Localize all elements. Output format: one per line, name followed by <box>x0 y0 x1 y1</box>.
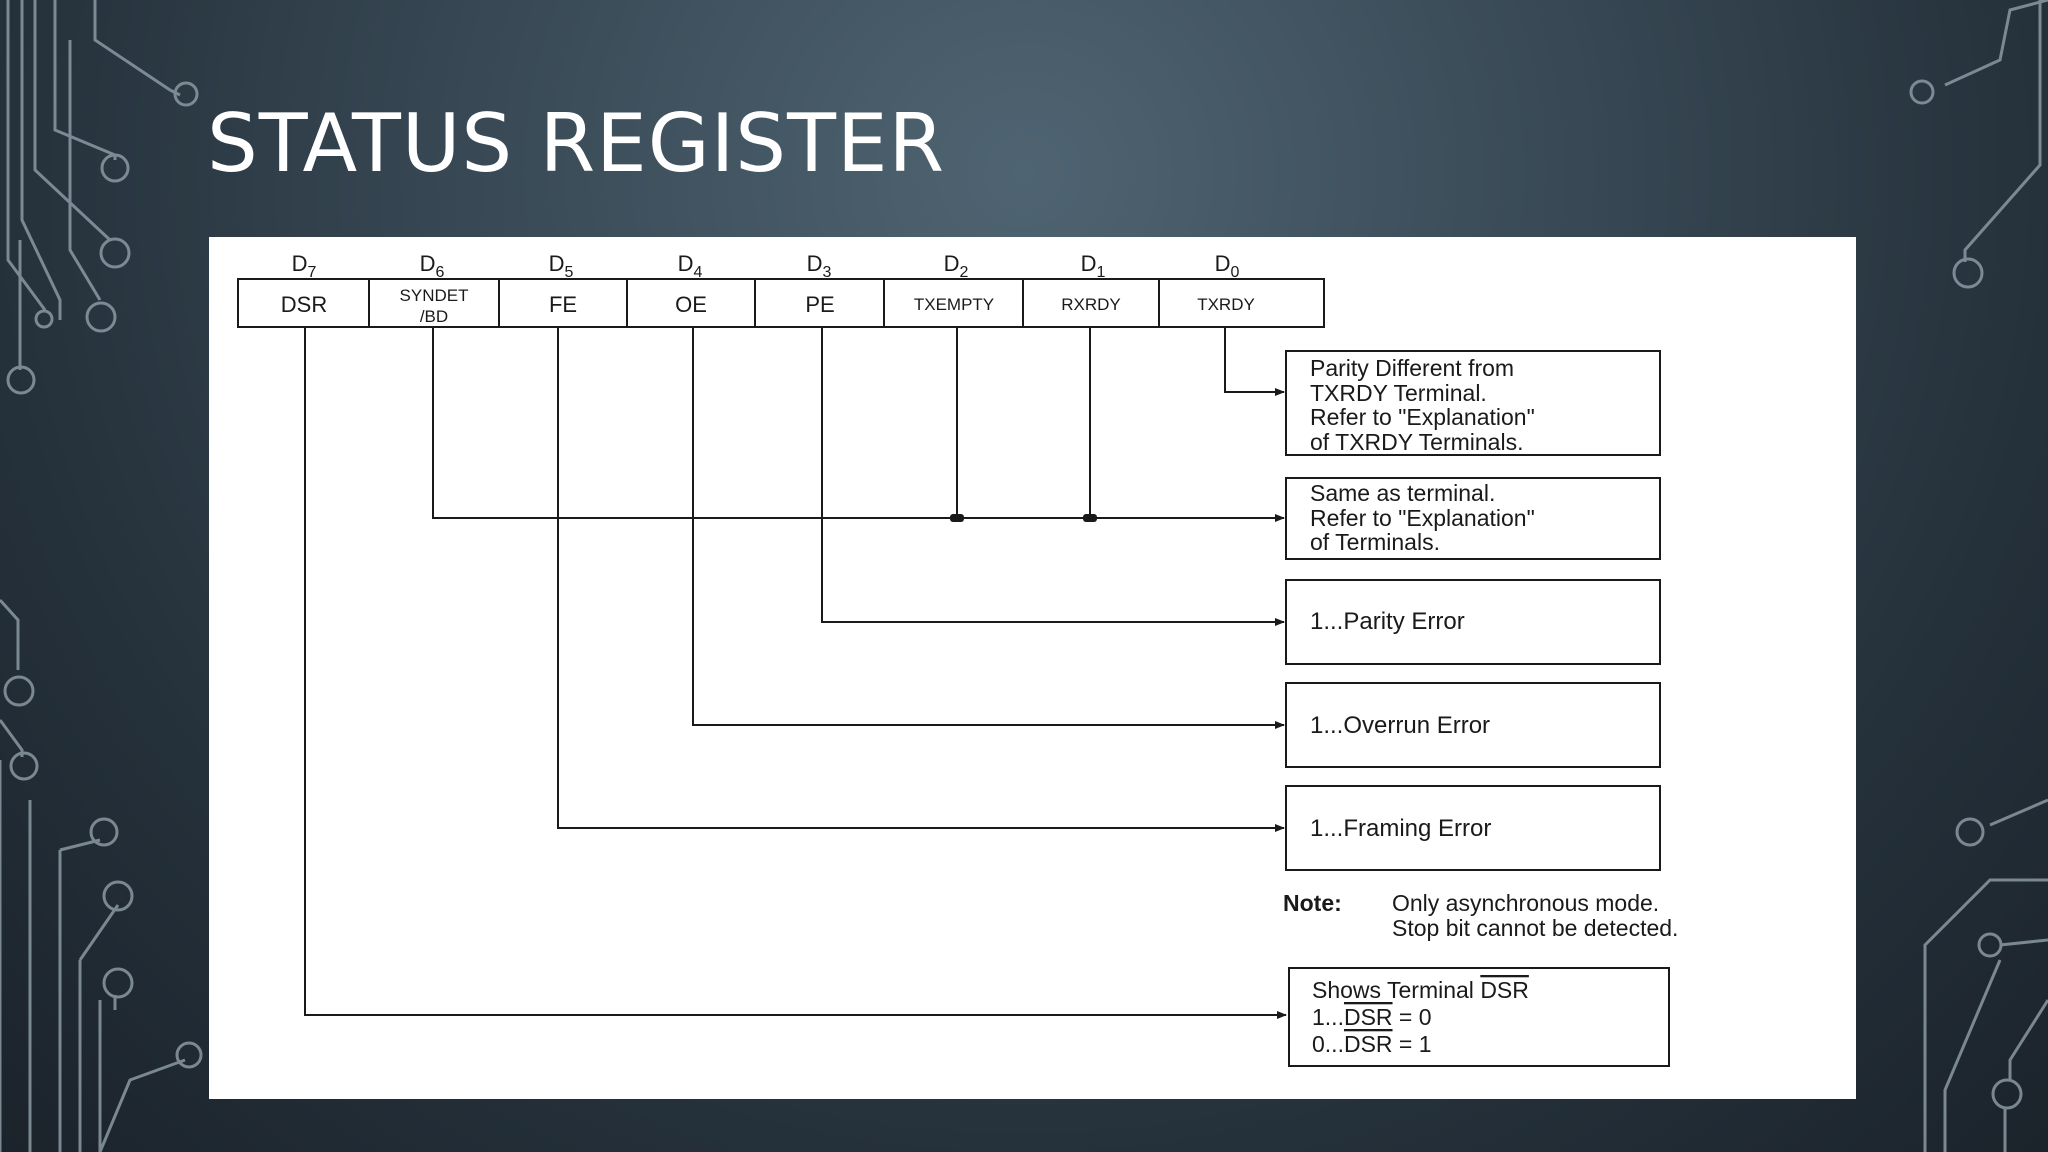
bit-label-d6: D6 <box>420 251 445 281</box>
svg-text:TXRDY Terminal.: TXRDY Terminal. <box>1310 380 1487 406</box>
field-syndet: SYNDET <box>400 286 469 305</box>
field-oe: OE <box>675 292 707 317</box>
svg-text:of Terminals.: of Terminals. <box>1310 529 1440 555</box>
field-fe: FE <box>549 292 577 317</box>
bit-label-d2: D2 <box>944 251 969 281</box>
line-d0 <box>1224 327 1285 396</box>
slide-title: STATUS REGISTER <box>207 97 946 190</box>
svg-text:1...DSR = 0: 1...DSR = 0 <box>1312 1004 1432 1030</box>
note: Note: Only asynchronous mode. Stop bit c… <box>1283 890 1678 941</box>
bit-label-d1: D1 <box>1081 251 1106 281</box>
junction-dots <box>950 514 1097 522</box>
terminal-description: Same as terminal. Refer to "Explanation"… <box>1310 480 1535 555</box>
register-cells <box>237 278 1325 328</box>
field-txrdy: TXRDY <box>1197 295 1255 314</box>
line-d4 <box>692 327 1285 729</box>
txrdy-description: Parity Different from TXRDY Terminal. Re… <box>1310 355 1535 455</box>
description-boxes <box>1285 350 1670 1067</box>
connector-lines <box>304 327 1287 1019</box>
field-bd: /BD <box>420 307 448 326</box>
status-register-diagram: D7 D6 D5 D4 D3 D2 D1 D0 DSR SYNDET /BD F… <box>209 237 1856 1099</box>
line-d5 <box>557 327 1285 832</box>
svg-text:Refer to "Explanation": Refer to "Explanation" <box>1310 505 1535 531</box>
svg-text:Refer to "Explanation": Refer to "Explanation" <box>1310 404 1535 430</box>
bit-labels: D7 D6 D5 D4 D3 D2 D1 D0 <box>292 251 1240 281</box>
register-fields: DSR SYNDET /BD FE OE PE TXEMPTY RXRDY TX… <box>281 286 1255 326</box>
line-d7 <box>304 327 1287 1019</box>
bit-label-d3: D3 <box>807 251 832 281</box>
field-pe: PE <box>805 292 834 317</box>
dsr-description: Shows Terminal DSR 1...DSR = 0 0...DSR =… <box>1312 977 1529 1057</box>
framing-error-description: 1...Framing Error <box>1310 815 1491 842</box>
bit-label-d7: D7 <box>292 251 317 281</box>
note-label: Note: <box>1283 890 1342 916</box>
overrun-error-description: 1...Overrun Error <box>1310 712 1490 739</box>
bit-label-d0: D0 <box>1215 251 1240 281</box>
svg-text:Parity Different from: Parity Different from <box>1310 355 1514 381</box>
field-rxrdy: RXRDY <box>1061 295 1121 314</box>
svg-text:of TXRDY Terminals.: of TXRDY Terminals. <box>1310 429 1523 455</box>
line-d3 <box>821 327 1285 626</box>
bit-label-d5: D5 <box>549 251 574 281</box>
line-d6 <box>432 327 1285 522</box>
bit-label-d4: D4 <box>678 251 703 281</box>
svg-text:Shows Terminal DSR: Shows Terminal DSR <box>1312 977 1529 1003</box>
svg-text:Stop bit cannot be detected.: Stop bit cannot be detected. <box>1392 915 1678 941</box>
field-txempty: TXEMPTY <box>914 295 994 314</box>
svg-text:Same as terminal.: Same as terminal. <box>1310 480 1495 506</box>
parity-error-description: 1...Parity Error <box>1310 608 1465 635</box>
field-dsr: DSR <box>281 292 327 317</box>
svg-text:0...DSR = 1: 0...DSR = 1 <box>1312 1031 1432 1057</box>
svg-text:Only asynchronous mode.: Only asynchronous mode. <box>1392 890 1659 916</box>
